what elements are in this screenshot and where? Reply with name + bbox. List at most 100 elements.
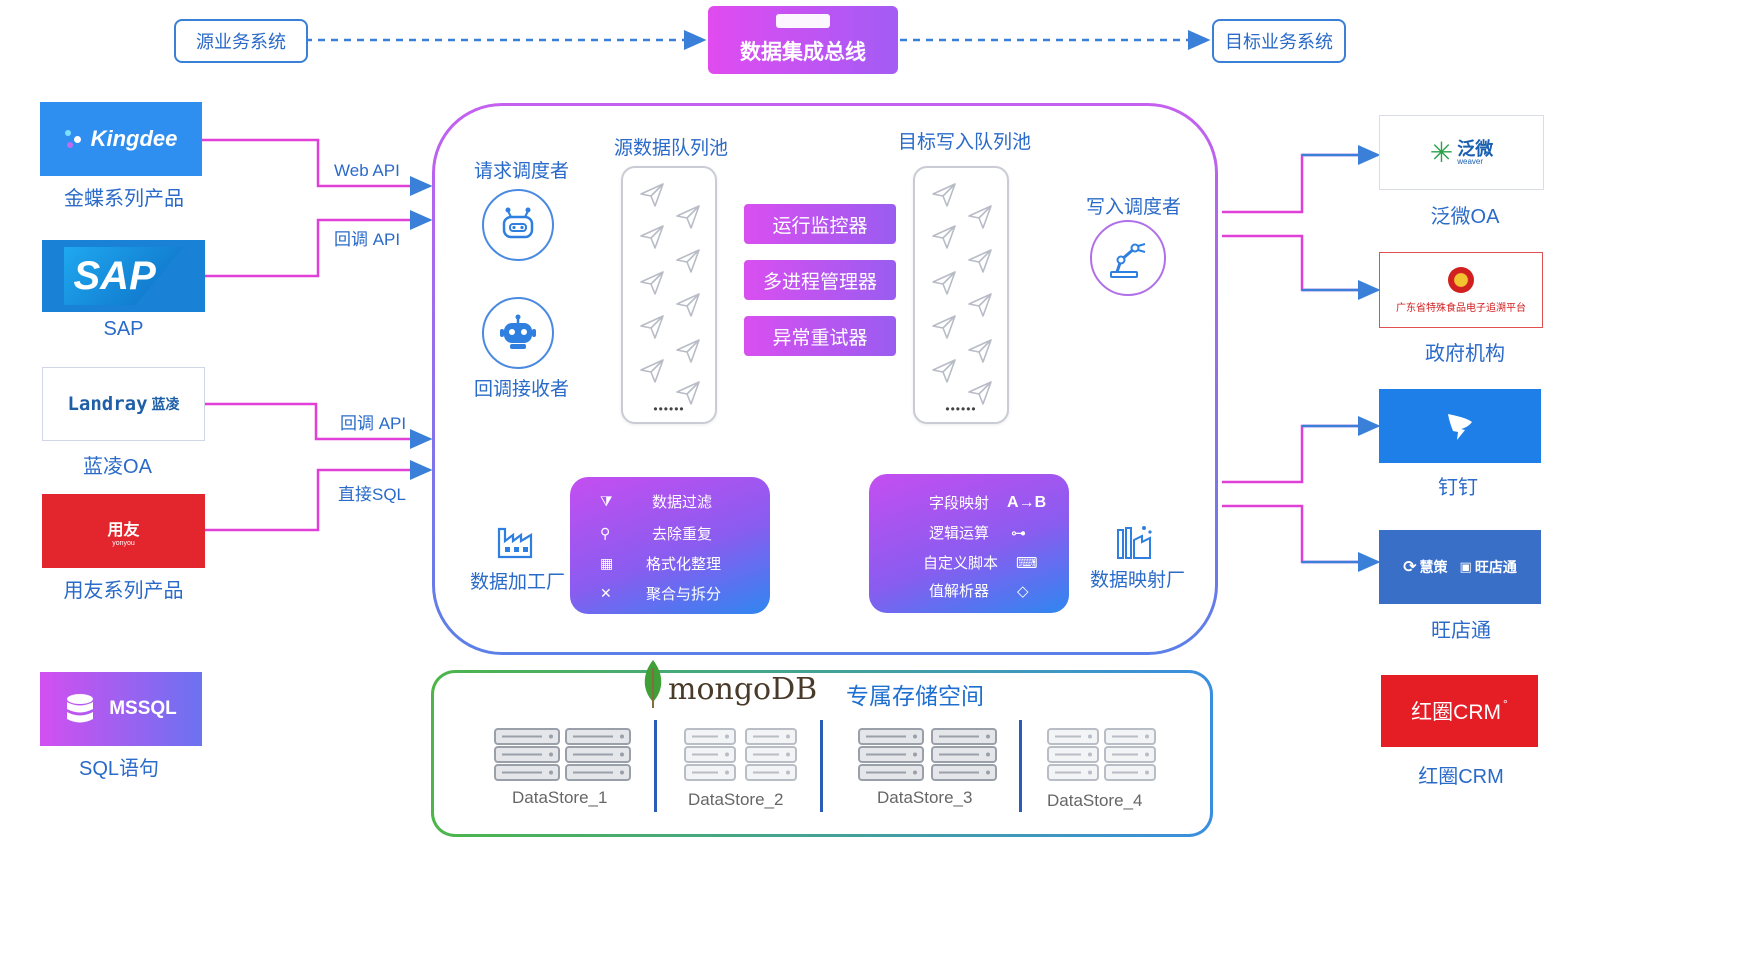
gov-caption: 政府机构 <box>1425 343 1505 365</box>
weaver-logo-sub: weaver <box>1457 156 1484 166</box>
multi-process-manager: 多进程管理器 <box>744 260 896 300</box>
datastore-label: DataStore_3 <box>877 788 973 807</box>
server-rack-icon <box>745 728 797 787</box>
robot-filled-icon <box>500 314 536 349</box>
bus-label: 数据集成总线 <box>740 41 866 64</box>
kingdee-logo: Kingdee <box>40 102 202 176</box>
source-queue-dots: •••••• <box>653 402 685 416</box>
paper-plane-icon <box>675 204 701 230</box>
yonyou-logo-text: 用友 <box>107 521 140 539</box>
landray-caption: 蓝凌OA <box>83 456 152 478</box>
target-system-box: 目标业务系统 <box>1212 19 1346 63</box>
mssql-caption: SQL语句 <box>78 758 160 780</box>
dingtalk-wing-icon <box>1448 414 1472 440</box>
paper-plane-icon <box>931 314 957 340</box>
integration-core <box>432 103 1218 655</box>
source-system-box: 源业务系统 <box>174 19 308 63</box>
diamond-icon: ◇ <box>1017 582 1029 600</box>
filter-icon: ⧩ <box>600 493 613 509</box>
hongquan-logo-text: 红圈CRM <box>1411 701 1501 724</box>
national-emblem-icon <box>1448 266 1474 293</box>
dingtalk-logo <box>1379 389 1541 463</box>
server-rack-icon <box>494 728 560 787</box>
huice-logo-text: 慧策 <box>1419 559 1448 575</box>
datastore-label: DataStore_4 <box>1047 791 1143 810</box>
kingdee-dots-icon <box>64 130 83 148</box>
mongodb-leaf-icon <box>642 660 664 713</box>
server-rack-icon <box>684 728 736 787</box>
source-queue-pool-label: 源数据队列池 <box>614 138 729 159</box>
paper-plane-icon <box>639 314 665 340</box>
paper-plane-icon <box>675 248 701 274</box>
server-rack-icon <box>565 728 631 787</box>
bus-lid-icon <box>776 14 830 28</box>
wangdiantong-logo: ⟳ 慧策 ▣ 旺店通 <box>1379 530 1541 604</box>
database-icon <box>67 694 94 723</box>
wangdiantong-logo-text: 旺店通 <box>1474 559 1517 575</box>
server-rack-icon <box>1104 728 1156 787</box>
format-grid-icon: ▦ <box>600 555 614 571</box>
yonyou-logo: 用友 yonyou <box>42 494 205 568</box>
processing-factory-label: 数据加工厂 <box>470 572 566 593</box>
write-scheduler-arm <box>1090 220 1166 296</box>
dedupe-icon: ⚲ <box>600 525 611 541</box>
callback-api-label-2: 回调 API <box>340 414 407 433</box>
weaver-caption: 泛微OA <box>1430 206 1500 228</box>
landray-logo-text: Landray <box>67 393 148 415</box>
target-queue-pool-label: 目标写入队列池 <box>898 132 1032 153</box>
weaver-logo-text: 泛微 <box>1457 138 1494 159</box>
server-rack-icon <box>1047 728 1099 787</box>
mongodb-text: mongoDB <box>668 672 818 707</box>
run-monitor: 运行监控器 <box>744 204 896 244</box>
kingdee-caption: 金蝶系列产品 <box>64 188 184 210</box>
sap-caption: SAP <box>103 318 144 340</box>
processing-item: 去除重复 <box>652 526 713 543</box>
mssql-logo: MSSQL <box>40 672 202 746</box>
datastore-label: DataStore_1 <box>512 788 608 807</box>
datastore-label: DataStore_2 <box>688 790 784 809</box>
huice-mark-icon: ⟳ <box>1403 559 1417 576</box>
sap-logo: SAP <box>42 240 205 312</box>
yonyou-logo-sub: yonyou <box>112 539 135 547</box>
store-separator <box>820 720 823 812</box>
storage-title: 专属存储空间 <box>846 683 984 709</box>
paper-plane-icon <box>931 358 957 384</box>
yonyou-caption: 用友系列产品 <box>63 580 184 602</box>
paper-plane-icon <box>675 380 701 406</box>
paper-plane-icon <box>931 182 957 208</box>
server-rack-icon <box>931 728 997 787</box>
integration-bus: 数据集成总线 <box>708 6 898 74</box>
callback-receiver-label: 回调接收者 <box>474 379 570 400</box>
processing-item: 聚合与拆分 <box>646 586 722 603</box>
kingdee-logo-text: Kingdee <box>90 126 178 151</box>
store-separator <box>654 720 657 812</box>
paper-plane-icon <box>967 380 993 406</box>
processing-item: 格式化整理 <box>646 556 722 573</box>
processing-item: 数据过滤 <box>652 494 713 511</box>
dingtalk-caption: 钉钉 <box>1438 477 1478 499</box>
paper-plane-icon <box>967 292 993 318</box>
paper-plane-icon <box>639 224 665 250</box>
hongquan-ring-icon: ° <box>1503 697 1508 711</box>
processing-factory: ⧩数据过滤 ⚲去除重复 ▦格式化整理 ✕聚合与拆分 <box>570 477 770 614</box>
gov-logo: 广东省特殊食品电子追溯平台 <box>1379 252 1543 328</box>
mapping-item: 逻辑运算 <box>929 525 990 542</box>
wangdiantong-caption: 旺店通 <box>1431 620 1491 642</box>
paper-plane-icon <box>639 270 665 296</box>
paper-plane-icon <box>675 338 701 364</box>
mssql-logo-text: MSSQL <box>109 698 177 719</box>
mapping-factory-icon <box>1114 524 1154 565</box>
paper-plane-icon <box>639 182 665 208</box>
request-scheduler-robot <box>482 189 554 261</box>
robot-arm-icon <box>1110 243 1146 278</box>
paper-plane-icon <box>967 248 993 274</box>
mapping-item: 字段映射 <box>929 495 990 512</box>
paper-plane-icon <box>675 292 701 318</box>
target-system-label: 目标业务系统 <box>1225 32 1333 52</box>
wangdiantong-mark-icon: ▣ <box>1459 559 1472 574</box>
factory-icon <box>497 525 533 564</box>
callback-receiver-robot <box>482 297 554 369</box>
store-separator <box>1019 720 1022 812</box>
server-rack-icon <box>858 728 924 787</box>
